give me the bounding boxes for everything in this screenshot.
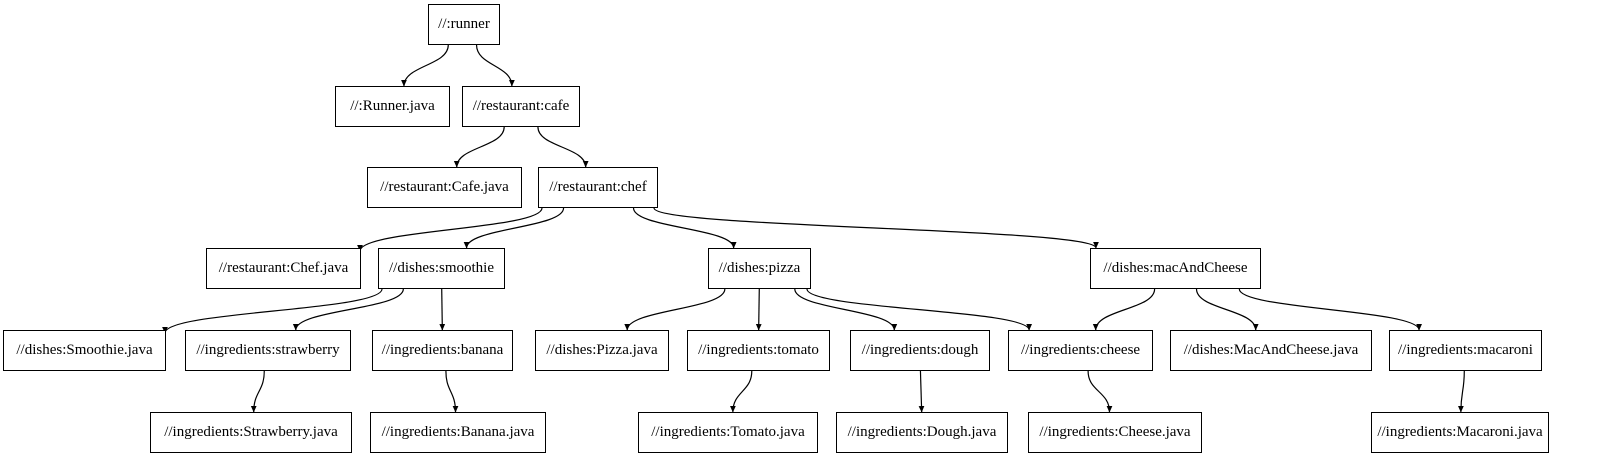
graph-node-label: //ingredients:Dough.java xyxy=(847,424,997,440)
graph-node-dishes_macandcheese[interactable]: //dishes:macAndCheese xyxy=(1090,248,1261,289)
graph-node-label: //ingredients:Cheese.java xyxy=(1039,424,1191,440)
graph-node-ing_cheese[interactable]: //ingredients:cheese xyxy=(1008,330,1153,371)
graph-node-label: //dishes:Pizza.java xyxy=(546,342,658,358)
graph-node-label: //dishes:MacAndCheese.java xyxy=(1183,342,1359,358)
graph-node-label: //restaurant:chef xyxy=(549,179,647,195)
graph-node-ing_dough[interactable]: //ingredients:dough xyxy=(850,330,990,371)
graph-node-ing_macaroni_java[interactable]: //ingredients:Macaroni.java xyxy=(1371,412,1549,453)
graph-node-label: //ingredients:banana xyxy=(381,342,504,358)
graph-node-label: //restaurant:Cafe.java xyxy=(380,179,509,195)
graph-node-label: //ingredients:Tomato.java xyxy=(651,424,805,440)
graph-node-label: //:Runner.java xyxy=(350,98,435,114)
graph-node-restaurant_chef_java[interactable]: //restaurant:Chef.java xyxy=(206,248,361,289)
graph-node-runner[interactable]: //:runner xyxy=(428,4,500,45)
graph-node-restaurant_cafe[interactable]: //restaurant:cafe xyxy=(462,86,580,127)
graph-node-dishes_pizza_java[interactable]: //dishes:Pizza.java xyxy=(535,330,669,371)
graph-node-label: //dishes:Smoothie.java xyxy=(16,342,153,358)
graph-node-ing_strawberry_java[interactable]: //ingredients:Strawberry.java xyxy=(150,412,352,453)
graph-node-ing_cheese_java[interactable]: //ingredients:Cheese.java xyxy=(1028,412,1202,453)
graph-node-label: //ingredients:Strawberry.java xyxy=(164,424,338,440)
graph-node-label: //ingredients:strawberry xyxy=(196,342,340,358)
graph-node-label: //ingredients:macaroni xyxy=(1398,342,1533,358)
graph-node-restaurant_cafe_java[interactable]: //restaurant:Cafe.java xyxy=(367,167,522,208)
graph-node-ing_tomato_java[interactable]: //ingredients:Tomato.java xyxy=(638,412,818,453)
graph-node-label: //dishes:macAndCheese xyxy=(1103,260,1248,276)
graph-node-restaurant_chef[interactable]: //restaurant:chef xyxy=(538,167,658,208)
graph-node-label: //:runner xyxy=(438,16,490,32)
graph-node-label: //ingredients:Banana.java xyxy=(381,424,535,440)
graph-node-label: //dishes:pizza xyxy=(718,260,801,276)
graph-node-dishes_pizza[interactable]: //dishes:pizza xyxy=(708,248,811,289)
graph-node-dishes_macandcheese_java[interactable]: //dishes:MacAndCheese.java xyxy=(1170,330,1372,371)
graph-node-ing_banana[interactable]: //ingredients:banana xyxy=(372,330,513,371)
graph-node-runner_java[interactable]: //:Runner.java xyxy=(335,86,450,127)
graph-node-label: //ingredients:tomato xyxy=(698,342,819,358)
graph-node-label: //ingredients:cheese xyxy=(1020,342,1141,358)
graph-node-label: //dishes:smoothie xyxy=(389,260,494,276)
graph-node-dishes_smoothie[interactable]: //dishes:smoothie xyxy=(378,248,505,289)
graph-node-ing_dough_java[interactable]: //ingredients:Dough.java xyxy=(836,412,1008,453)
graph-node-label: //restaurant:cafe xyxy=(472,98,570,114)
graph-node-ing_strawberry[interactable]: //ingredients:strawberry xyxy=(185,330,351,371)
graph-node-ing_tomato[interactable]: //ingredients:tomato xyxy=(687,330,830,371)
graph-node-dishes_smoothie_java[interactable]: //dishes:Smoothie.java xyxy=(3,330,166,371)
graph-node-label: //ingredients:dough xyxy=(861,342,979,358)
graph-node-label: //ingredients:Macaroni.java xyxy=(1377,424,1543,440)
graph-node-ing_macaroni[interactable]: //ingredients:macaroni xyxy=(1389,330,1542,371)
graph-node-label: //restaurant:Chef.java xyxy=(218,260,349,276)
graph-node-ing_banana_java[interactable]: //ingredients:Banana.java xyxy=(370,412,546,453)
